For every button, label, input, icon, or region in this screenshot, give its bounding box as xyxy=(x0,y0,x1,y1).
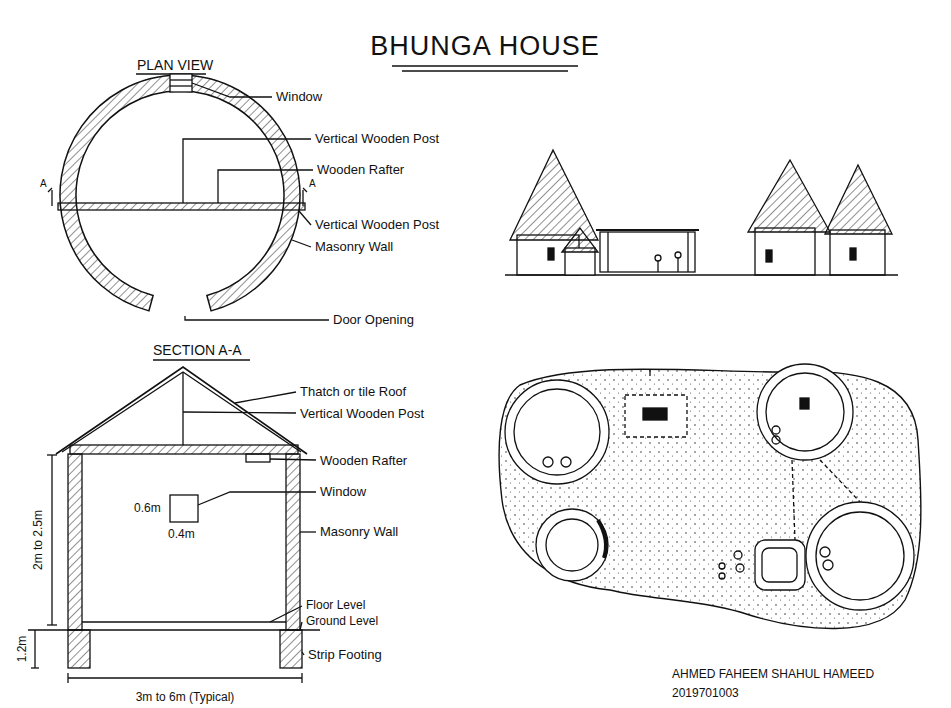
view-heading: SECTION A-A xyxy=(153,343,242,358)
dimension: 2m to 2.5m xyxy=(31,510,46,570)
part-label: Masonry Wall xyxy=(315,239,393,254)
part-label: Floor Level xyxy=(306,598,365,613)
sheet-title: BHUNGA HOUSE xyxy=(370,30,600,62)
part-label: Wooden Rafter xyxy=(317,162,404,177)
part-label: Vertical Wooden Post xyxy=(315,217,439,232)
part-label: Ground Level xyxy=(306,614,378,629)
dimension: 0.4m xyxy=(168,527,195,542)
view-heading: PLAN VIEW xyxy=(137,58,213,73)
part-label: Vertical Wooden Post xyxy=(315,131,439,146)
student-number: 2019701003 xyxy=(672,686,739,701)
part-label: Thatch or tile Roof xyxy=(300,384,406,399)
dimension: 0.6m xyxy=(134,501,161,516)
part-label: Strip Footing xyxy=(308,647,382,662)
dimension: 1.2m xyxy=(15,636,30,663)
part-label: Masonry Wall xyxy=(320,524,398,539)
section-marker: A xyxy=(309,176,316,191)
part-label: Door Opening xyxy=(333,312,414,327)
part-label: Window xyxy=(320,484,366,499)
author-name: AHMED FAHEEM SHAHUL HAMEED xyxy=(672,667,874,682)
dimension: 3m to 6m (Typical) xyxy=(136,690,235,705)
part-label: Wooden Rafter xyxy=(320,453,407,468)
part-label: Window xyxy=(276,89,322,104)
part-label: Vertical Wooden Post xyxy=(300,406,424,421)
section-marker: A xyxy=(40,176,47,191)
